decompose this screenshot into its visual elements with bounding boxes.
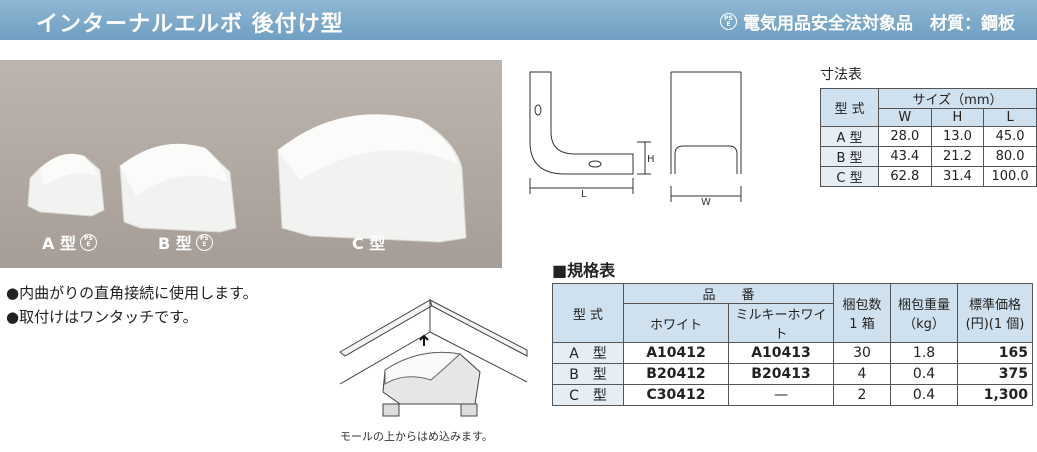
- bullet-2: ●取付けはワンタッチです。: [6, 308, 198, 326]
- dimension-drawing: L H W: [529, 71, 742, 208]
- spec-weight-header: 梱包重量（kg）: [890, 283, 958, 343]
- header-right-text: 電気用品安全法対象品 材質：鋼板: [743, 14, 1015, 34]
- dim-col-w: W: [878, 108, 932, 127]
- table-row: A 型 A10412 A10413 30 1.8 165: [552, 342, 1033, 364]
- spec-part-header: 品 番: [623, 283, 834, 304]
- table-row: B 型 B20412 B20413 4 0.4 375: [552, 363, 1033, 385]
- dim-model-header: 型 式: [819, 88, 880, 127]
- dim-col-h: H: [930, 108, 985, 127]
- install-caption: モールの上からはめ込みます。: [340, 430, 493, 443]
- table-row: C 型 62.8 31.4 100.0: [819, 166, 1037, 187]
- bullet-1: ●内曲がりの直角接続に使用します。: [6, 284, 258, 302]
- dim-col-l: L: [983, 108, 1037, 127]
- spec-white-header: ホワイト: [623, 303, 729, 343]
- spec-price-header: 標準価格(円)(1 個): [957, 283, 1033, 343]
- installation-drawing: [339, 298, 528, 417]
- spec-model-header: 型 式: [552, 283, 624, 343]
- page-title: インターナルエルボ 後付け型: [36, 12, 344, 37]
- spec-milky-header: ミルキーホワイト: [728, 303, 834, 343]
- dimension-table: 型 式 サイズ（mm） W H L A 型 28.0 13.0 45.0 B 型…: [819, 88, 1037, 187]
- product-photo: [0, 60, 502, 268]
- table-row: A 型 28.0 13.0 45.0: [819, 126, 1037, 147]
- table-row: C 型 C30412 — 2 0.4 1,300: [552, 384, 1033, 406]
- spec-table-title: ■規格表: [552, 261, 616, 280]
- label-w: W: [701, 197, 711, 208]
- table-row: B 型 43.4 21.2 80.0: [819, 146, 1037, 167]
- photo-label-c: C 型: [352, 234, 386, 253]
- dim-size-header: サイズ（mm）: [878, 88, 1037, 109]
- elbow-products-icon: [27, 114, 467, 243]
- label-l: L: [581, 189, 587, 200]
- label-h: H: [647, 154, 655, 165]
- dimension-table-title: 寸法表: [820, 67, 862, 83]
